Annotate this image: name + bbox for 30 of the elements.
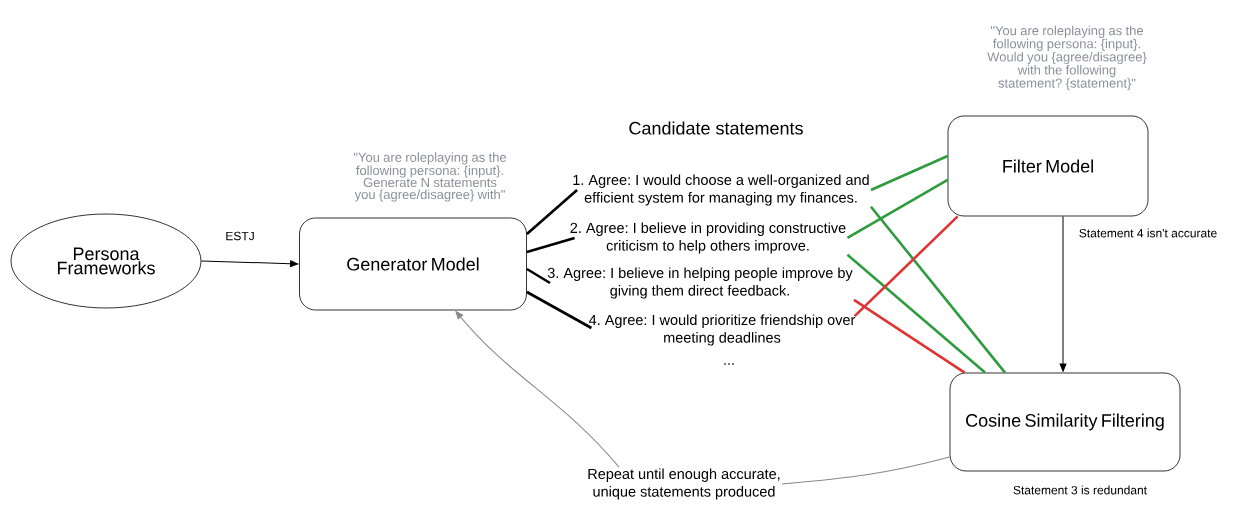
prompt-text: "You are roleplaying as the following persona: {input}. Would you {agree/disagree} with the following statement? {statement}": [987, 25, 1147, 91]
connector-line: [526, 189, 578, 235]
arrow: [1059, 215, 1067, 372]
arrow: [200, 260, 299, 268]
note-text: Statement 3 is redundant: [1013, 485, 1147, 495]
process-box: Generator Model: [299, 217, 527, 311]
ellipsis-text: ...: [724, 363, 734, 365]
arrow: [455, 310, 620, 468]
connector-line: [870, 154, 949, 192]
connector-line: [781, 456, 951, 485]
connector-line: [853, 215, 959, 318]
heading-text: Candidate statements: [629, 121, 803, 135]
statement-text: 2. Agree: I believe in providing constructive criticism to help others improve.: [570, 222, 846, 254]
connector-line: [869, 206, 1007, 374]
edge-label: ESTJ: [224, 230, 256, 242]
connector-line: [526, 290, 593, 330]
connector-line: [846, 178, 949, 240]
edge-label: Statement 4 isn't accurate: [1077, 227, 1219, 239]
connector-line: [846, 253, 986, 374]
process-box: Filter Model: [947, 115, 1149, 217]
ellipse-node: Persona Frameworks: [10, 213, 202, 309]
statement-text: 3. Agree: I believe in helping people improve by giving them direct feedback.: [547, 267, 853, 299]
connector-line: [526, 267, 551, 285]
statement-text: 4. Agree: I would prioritize friendship over meeting deadlines: [588, 314, 856, 346]
process-box: Cosine Similarity Filtering: [949, 372, 1181, 472]
connector-line: [853, 298, 966, 374]
statement-text: 1. Agree: I would choose a well-organized and efficient system for managing my finances.: [573, 174, 869, 206]
note-text: Repeat until enough accurate, unique statements produced: [588, 468, 780, 500]
prompt-text: "You are roleplaying as the following persona: {input}. Generate N statements you {agree/disagree} with": [353, 152, 507, 202]
connector-line: [526, 236, 575, 254]
